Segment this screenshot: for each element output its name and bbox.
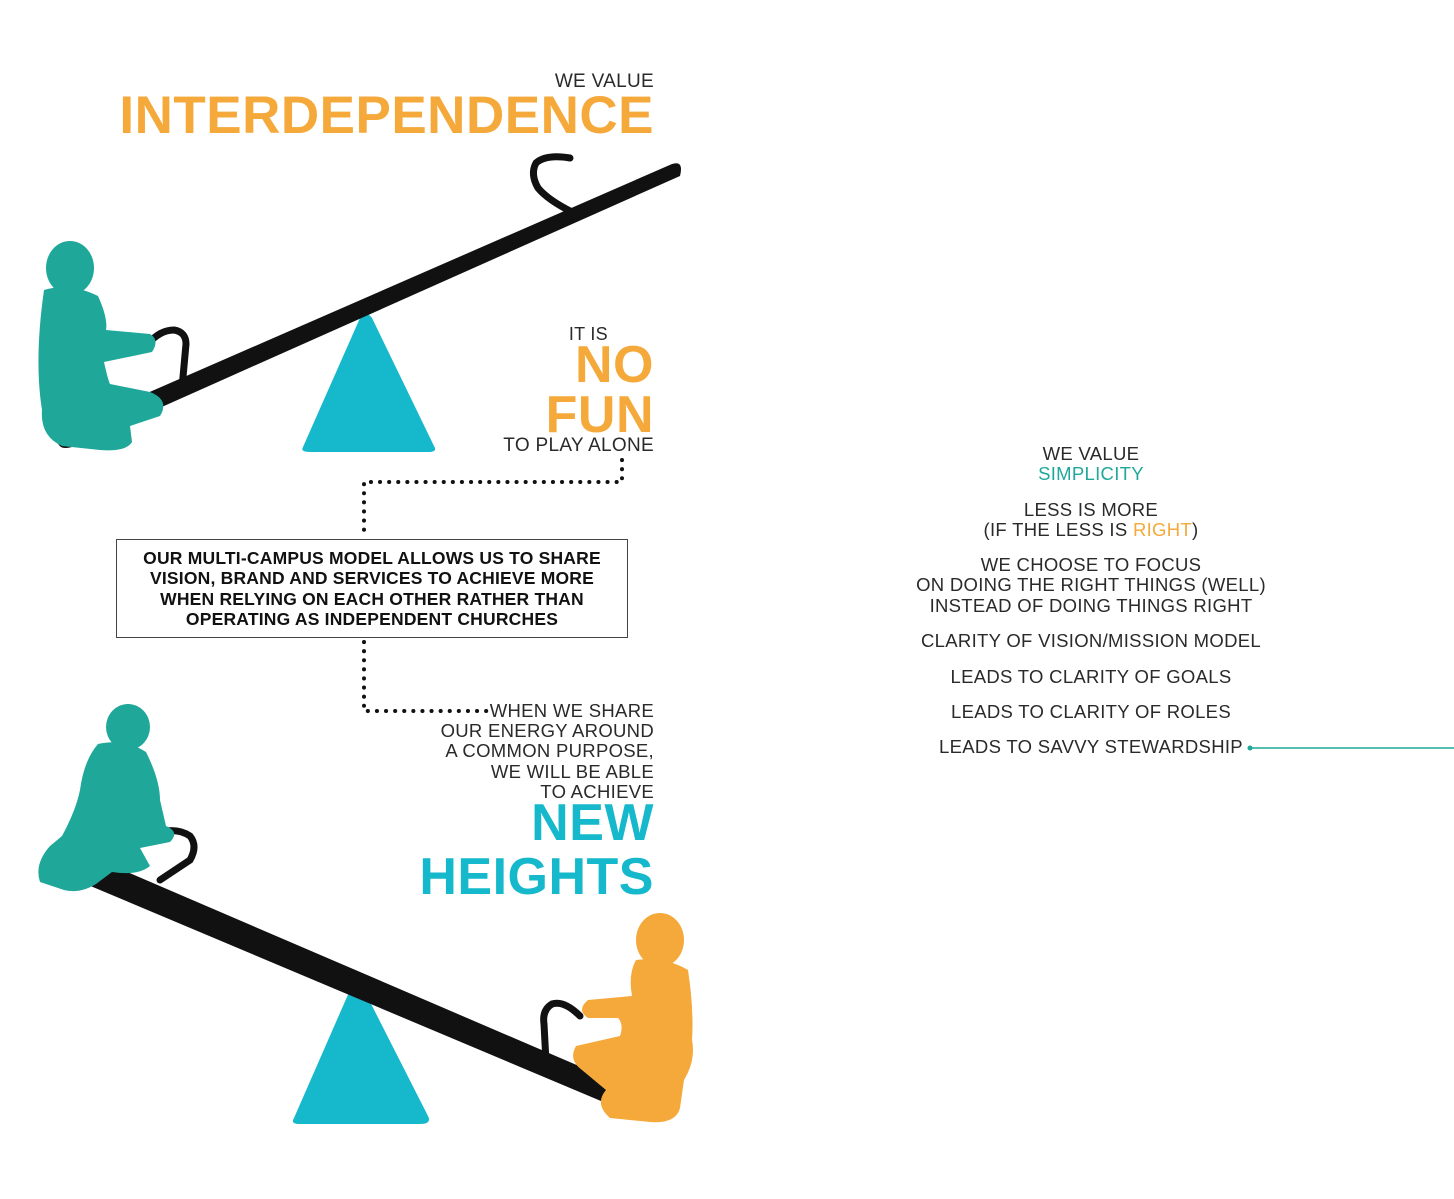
top-fulcrum: [302, 314, 436, 452]
clarity-goals: LEADS TO CLARITY OF GOALS: [950, 666, 1232, 687]
bottom-right-handle: [540, 999, 584, 1066]
focus-line: WE CHOOSE TO FOCUS: [980, 554, 1202, 575]
if-right-word: RIGHT: [1132, 519, 1192, 540]
if-prefix: (IF THE LESS IS: [983, 519, 1133, 540]
top-left-handle: [144, 326, 190, 392]
callout-line: WHEN RELYING ON EACH OTHER RATHER THAN: [160, 588, 584, 609]
it-is-label: IT IS: [568, 324, 608, 344]
we-value-label-left: WE VALUE: [554, 71, 654, 92]
less-is-more: LESS IS MORE: [1023, 499, 1159, 520]
callout-line: OPERATING AS INDEPENDENT CHURCHES: [185, 609, 559, 629]
multi-campus-callout-box: OUR MULTI-CAMPUS MODEL ALLOWS US TO SHAR…: [116, 539, 628, 638]
focus-line: INSTEAD OF DOING THINGS RIGHT: [929, 595, 1253, 616]
top-seesaw: [38, 153, 682, 452]
new-word: NEW: [531, 794, 654, 852]
top-plank: [57, 163, 682, 448]
share-line: WE WILL BE ABLE: [490, 760, 654, 782]
fun-heading: FUN: [545, 386, 654, 444]
bottom-orange-figure: [573, 913, 693, 1123]
value-heading-simplicity: SIMPLICITY: [1038, 463, 1144, 484]
no-heading: NO: [575, 336, 654, 394]
savvy-stewardship: LEADS TO SAVVY STEWARDSHIP: [939, 736, 1243, 757]
multi-campus-callout-text: OUR MULTI-CAMPUS MODEL ALLOWS US TO SHAR…: [143, 548, 601, 630]
bottom-teal-figure: [38, 704, 175, 892]
bottom-fulcrum: [292, 986, 429, 1124]
bottom-seesaw: [38, 704, 693, 1124]
share-line: A COMMON PURPOSE,: [445, 740, 654, 762]
simplicity-column: WE VALUE SIMPLICITY LESS IS MORE (IF THE…: [890, 0, 1292, 1199]
share-line: OUR ENERGY AROUND: [440, 720, 654, 742]
callout-line: VISION, BRAND AND SERVICES TO ACHIEVE MO…: [149, 568, 595, 588]
we-value-label-right: WE VALUE: [1042, 443, 1140, 464]
play-alone-label: TO PLAY ALONE: [503, 435, 654, 456]
bottom-plank: [49, 848, 673, 1122]
if-suffix: ): [1192, 519, 1199, 540]
top-teal-figure: [38, 241, 164, 451]
stewardship-pointer-dot: [1247, 745, 1253, 751]
heights-word: HEIGHTS: [419, 848, 654, 906]
new-heights-heading: NEW HEIGHTS: [419, 796, 654, 904]
dotted-connector-top: [362, 458, 624, 540]
focus-line: ON DOING THE RIGHT THINGS (WELL): [916, 574, 1266, 595]
clarity-model: CLARITY OF VISION/MISSION MODEL: [921, 630, 1261, 651]
dotted-connector-bottom: [362, 640, 492, 713]
clarity-roles: LEADS TO CLARITY OF ROLES: [951, 701, 1231, 722]
share-energy-paragraph: WHEN WE SHARE OUR ENERGY AROUND A COMMON…: [440, 700, 654, 802]
share-line: TO ACHIEVE: [540, 780, 654, 802]
top-right-handle: [529, 153, 576, 216]
value-heading-interdependence: INTERDEPENDENCE: [119, 86, 654, 145]
share-line: WHEN WE SHARE: [489, 700, 654, 721]
if-less-is-right: (IF THE LESS IS RIGHT): [890, 519, 1292, 541]
callout-line: OUR MULTI-CAMPUS MODEL ALLOWS US TO SHAR…: [143, 547, 601, 568]
